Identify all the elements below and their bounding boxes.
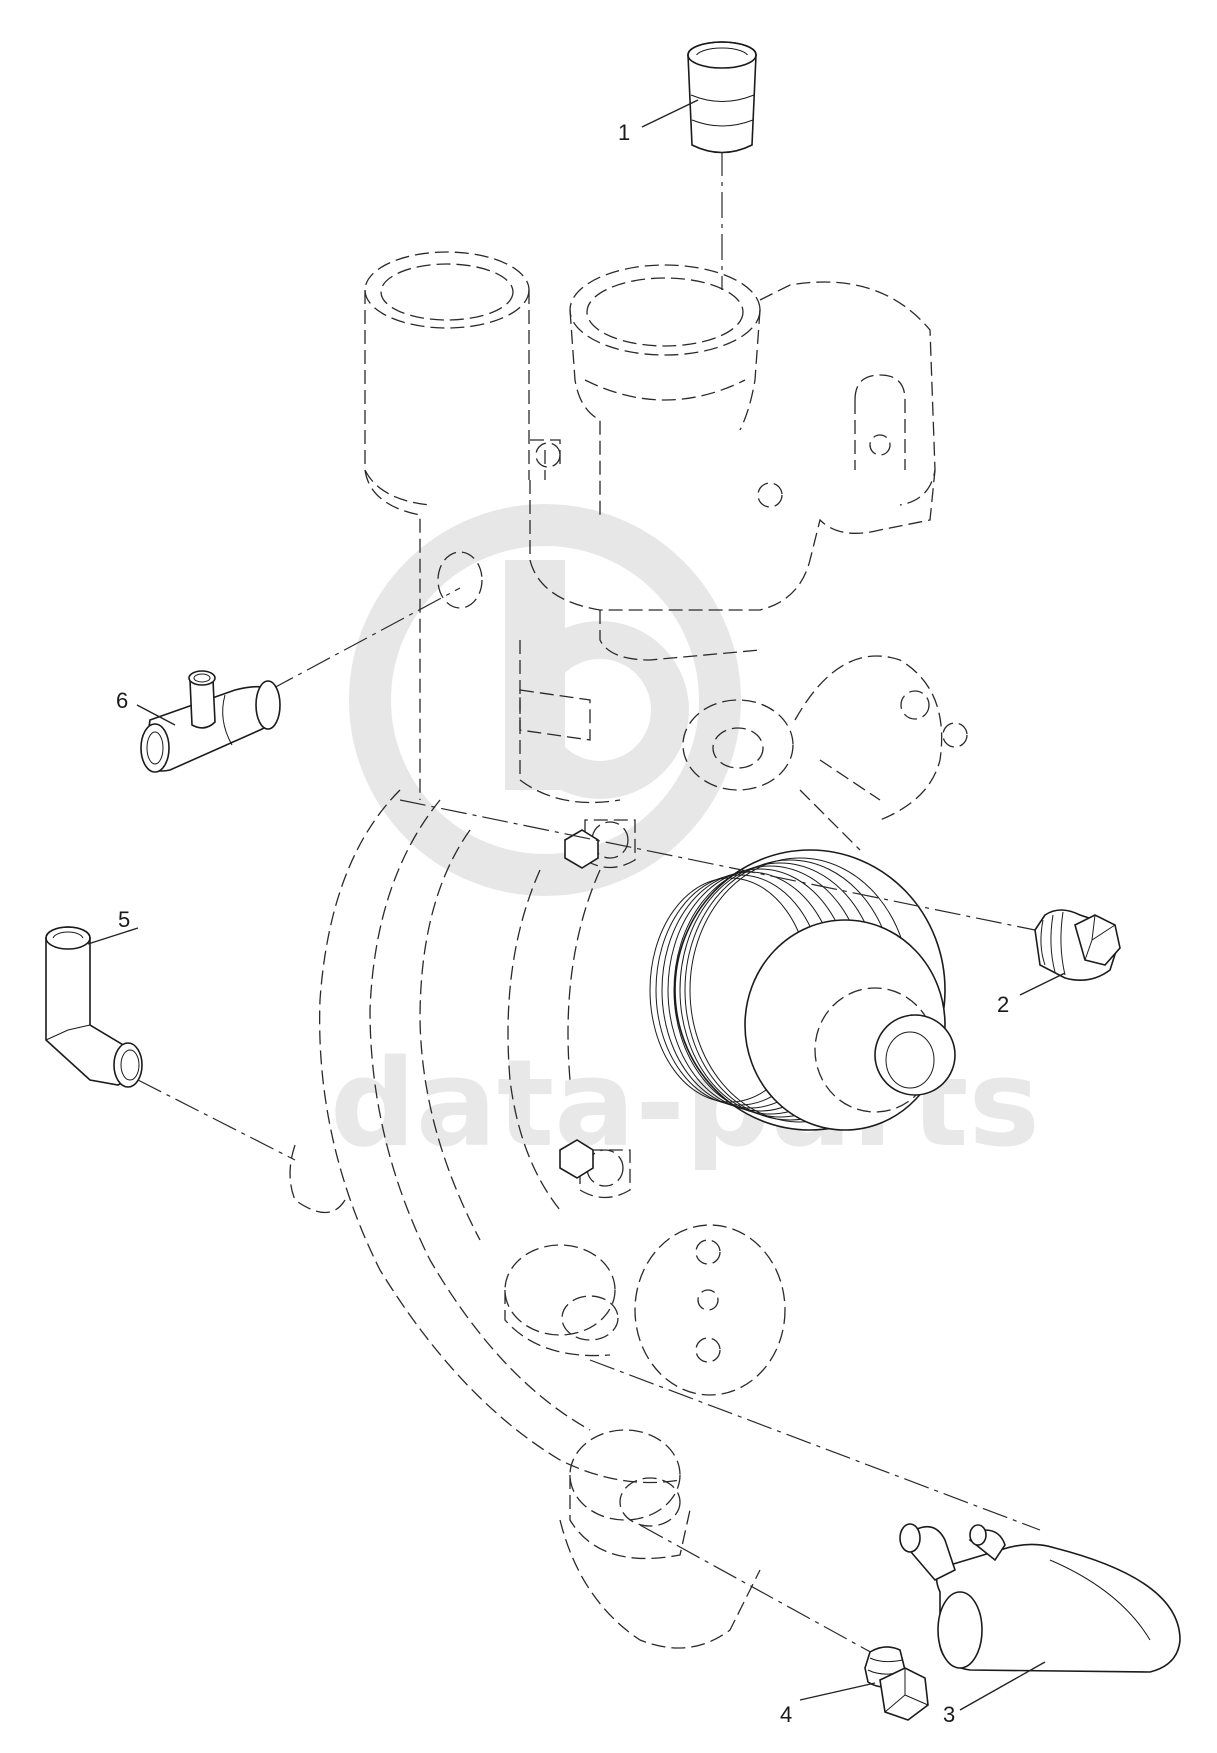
part-6-tee-fitting bbox=[140, 670, 281, 773]
part-2-hex-plug bbox=[1034, 909, 1121, 981]
water-pump-pulley bbox=[559, 829, 956, 1179]
callout-6: 6 bbox=[116, 688, 128, 713]
part-5-elbow-pipe bbox=[45, 926, 143, 1088]
water-pump-housing bbox=[289, 251, 968, 1649]
part-3-elbow-fitting bbox=[899, 1523, 1181, 1673]
watermark-logo bbox=[349, 504, 741, 896]
callout-5: 5 bbox=[118, 907, 130, 932]
callout-3: 3 bbox=[943, 1702, 955, 1727]
callout-4: 4 bbox=[780, 1702, 792, 1727]
part-1-sleeve bbox=[687, 41, 757, 154]
callout-1: 1 bbox=[618, 120, 630, 145]
callout-2: 2 bbox=[997, 992, 1009, 1017]
leader-lines bbox=[87, 99, 1066, 1711]
explosion-lines bbox=[137, 150, 1041, 1661]
part-4-hex-plug bbox=[864, 1646, 929, 1721]
